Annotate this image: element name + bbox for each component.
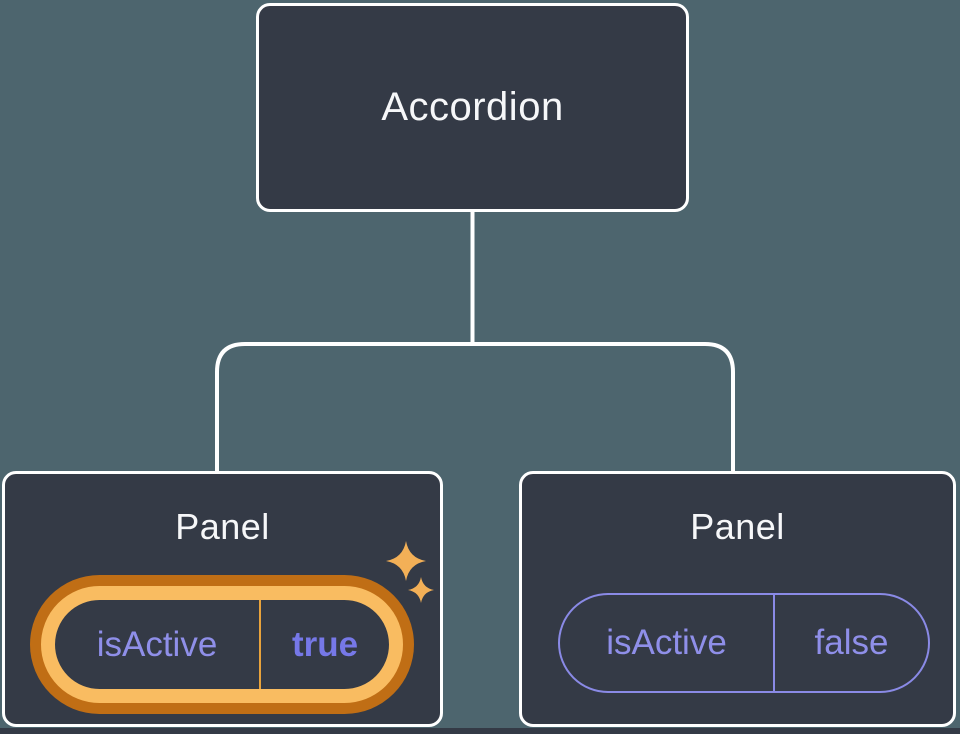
node-panel-inactive: Panel isActive false [519,471,956,727]
pill-divider [259,600,261,689]
node-panel-active: Panel isActive true [2,471,443,727]
next-section-edge [0,728,960,734]
connector-branch [215,342,735,472]
sparkles-icon [386,541,434,603]
prop-value-text: false [814,623,889,662]
prop-pill-inactive: isActive false [558,593,930,693]
sparkle-small-icon [408,577,434,603]
prop-name-text: isActive [96,624,218,664]
prop-name-text: isActive [606,623,727,662]
pill-divider [773,595,775,691]
prop-pill-active: isActive true [41,586,403,703]
node-accordion: Accordion [256,3,689,212]
node-label-panel-inactive: Panel [690,506,785,547]
node-label-accordion: Accordion [381,85,564,129]
sparkle-large-icon [386,541,426,581]
prop-value-text: true [291,624,359,664]
node-label-panel-active: Panel [175,506,270,547]
